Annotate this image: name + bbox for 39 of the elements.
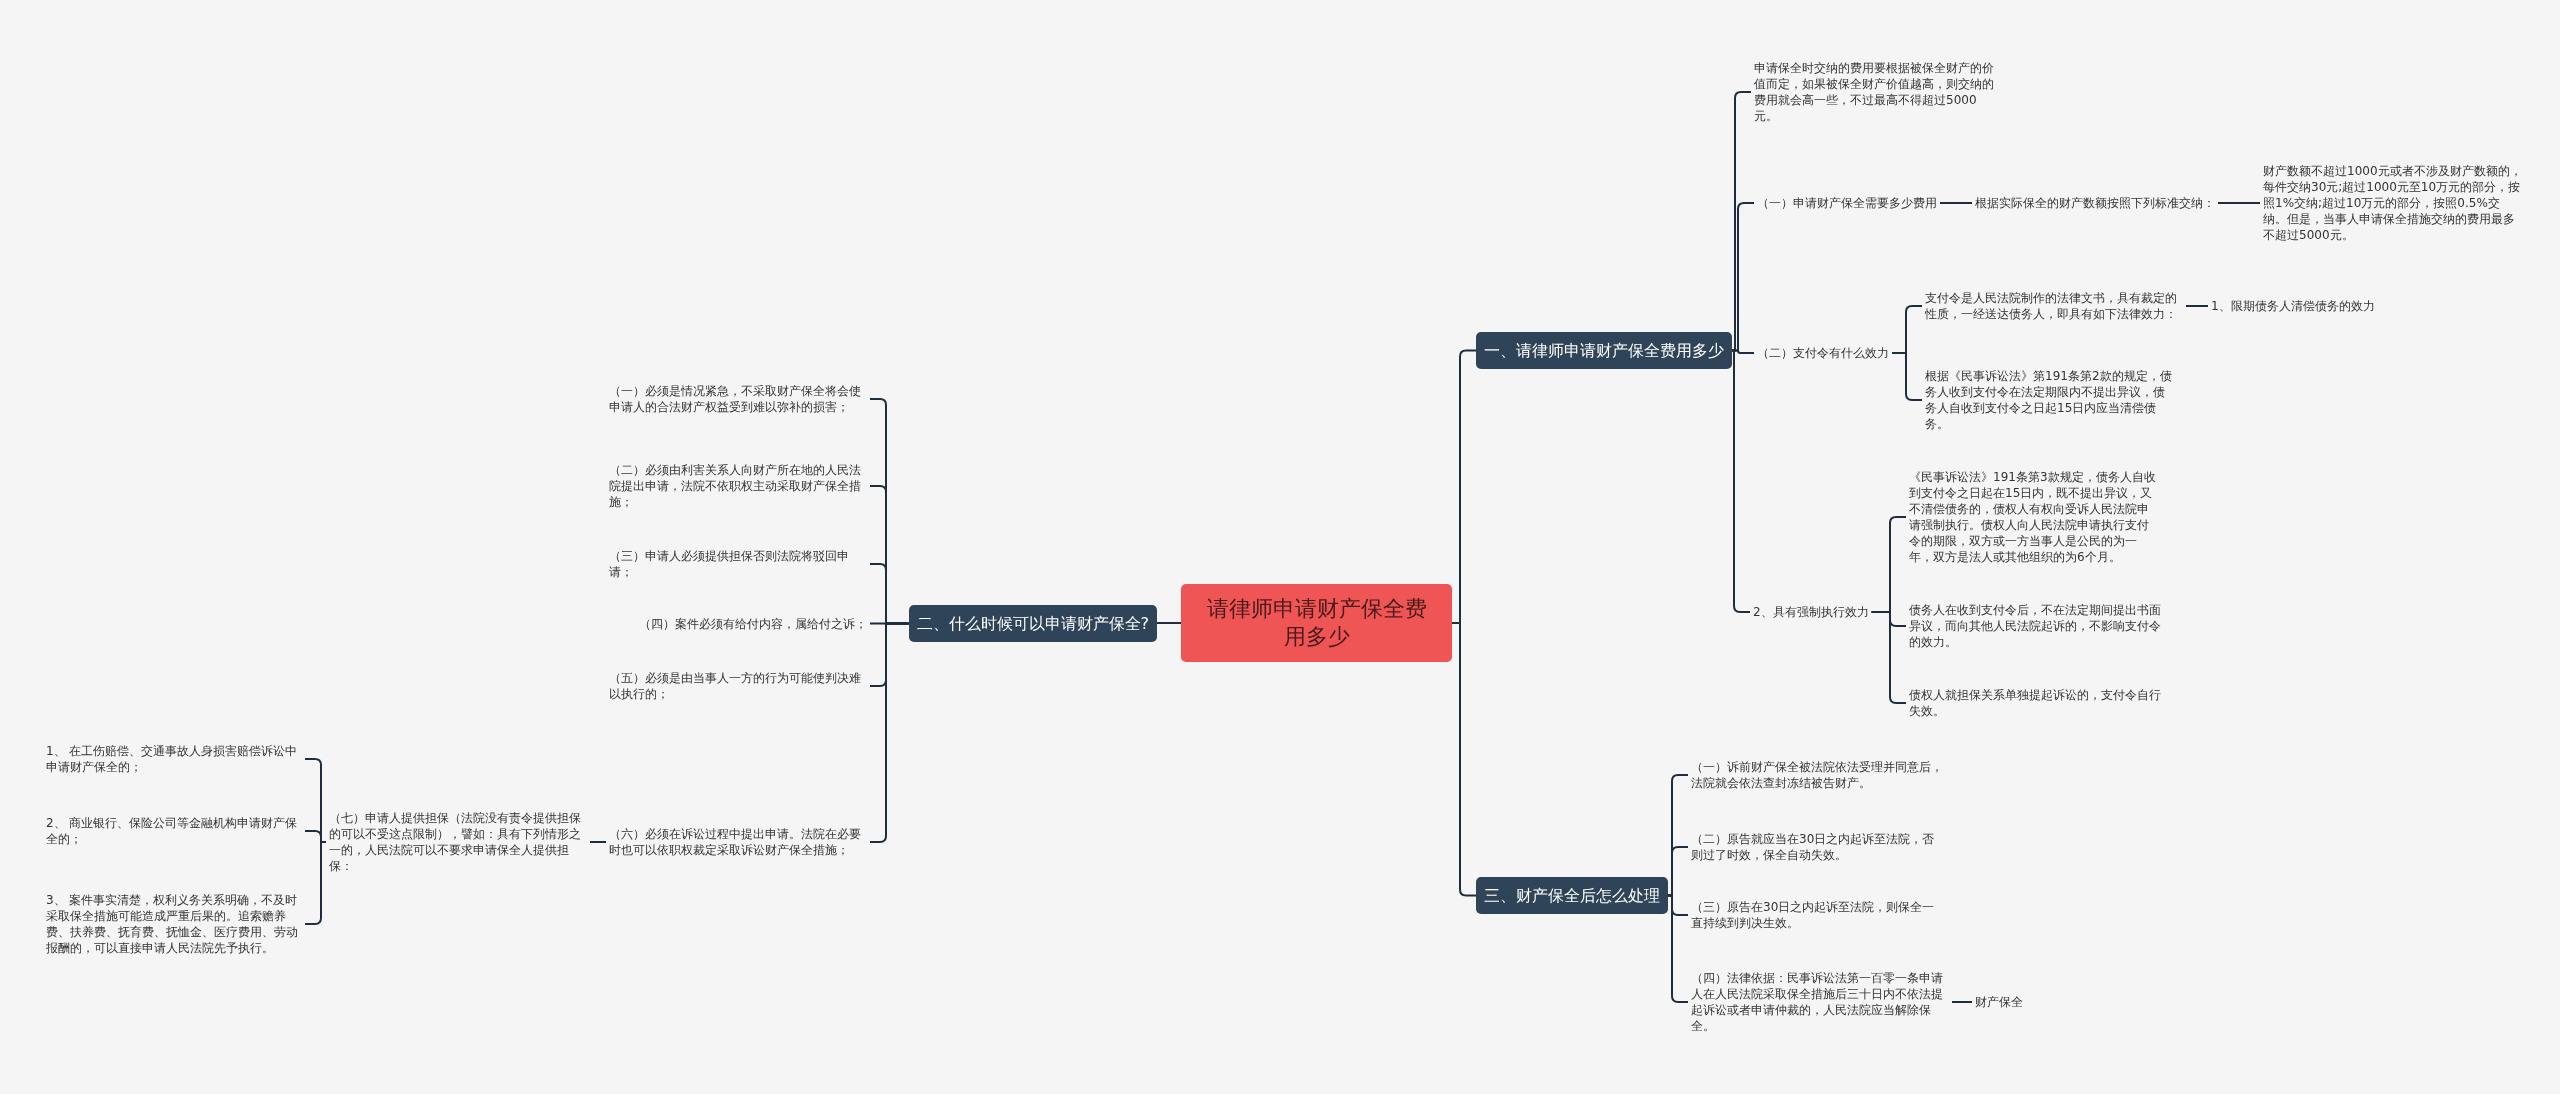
branch-topic: 三、财产保全后怎么处理 (1476, 877, 1668, 914)
note-text: （二）支付令有什么效力 (1754, 343, 1892, 363)
note-text: （一）诉前财产保全被法院依法受理并同意后，法院就会依法查封冻结被告财产。 (1688, 757, 1952, 793)
note-text: （七）申请人提供担保（法院没有责令提供担保的可以不受这点限制），譬如：具有下列情形之一的，人民法院可以不要求申请保全人提供担保： (326, 808, 590, 876)
note-text: （一）申请财产保全需要多少费用 (1754, 193, 1940, 213)
note-text: 根据《民事诉讼法》第191条第2款的规定，债务人收到支付令在法定期限内不提出异议，债务人自收到支付令之日起15日内应当清偿债务。 (1922, 366, 2178, 434)
connector-line (869, 622, 910, 843)
connector-line (589, 841, 607, 843)
note-text: 2、具有强制执行效力 (1750, 602, 1872, 622)
connector-line (1939, 202, 1973, 204)
note-text: 申请保全时交纳的费用要根据被保全财产的价值而定，如果被保全财产价值越高，则交纳的费用就会高一些，不过最高不得超过5000元。 (1751, 58, 2001, 126)
note-text: 财产保全 (1972, 992, 2026, 1012)
connector-line (1451, 622, 1477, 897)
note-text: （四）案件必须有给付内容，属给付之诉； (636, 613, 870, 634)
note-text: （六）必须在诉讼过程中提出申请。法院在必要时也可以依职权裁定采取诉讼财产保全措施； (606, 824, 870, 860)
note-text: （五）必须是由当事人一方的行为可能使判决难以执行的； (606, 668, 870, 704)
branch-topic: 二、什么时候可以申请财产保全? (908, 605, 1157, 642)
note-text: 债务人在收到支付令后，不在法定期间提出书面异议，而向其他人民法院起诉的，不影响支付令的效力。 (1906, 600, 2170, 652)
note-text: （四）法律依据：民事诉讼法第一百零一条申请人在人民法院采取保全措施后三十日内不依法提起诉讼或者申请仲裁的，人民法院应当解除保全。 (1688, 968, 1952, 1036)
connector-line (1951, 1001, 1973, 1003)
note-text: 支付令是人民法院制作的法律文书，具有裁定的性质，一经送达债务人，即具有如下法律效力： (1922, 288, 2186, 324)
connector-line (2217, 202, 2261, 204)
note-text: （三）申请人必须提供担保否则法院将驳回申请； (606, 546, 870, 582)
branch-topic: 一、请律师申请财产保全费用多少 (1476, 332, 1732, 369)
note-text: 1、限期债务人清偿债务的效力 (2208, 296, 2378, 316)
note-text: 财产数额不超过1000元或者不涉及财产数额的，每件交纳30元;超过1000元至10万元的部分，按照1%交纳;超过10万元的部分，按照0.5%交纳。但是，当事人申请保全措施交纳的费用最多不超过5000元。 (2260, 161, 2526, 245)
note-text: （二）原告就应当在30日之内起诉至法院，否则过了时效，保全自动失效。 (1688, 829, 1940, 865)
connector-line (2185, 305, 2209, 307)
note-text: （一）必须是情况紧急，不采取财产保全将会使申请人的合法财产权益受到难以弥补的损害； (606, 381, 870, 417)
note-text: 《民事诉讼法》191条第3款规定，债务人自收到支付令之日起在15日内，既不提出异议，又不清偿债务的，债权人有权向受诉人民法院申请强制执行。债权人向人民法院申请执行支付令的期限，双方或一方当事人是公民的为一年，双方是法人或其他组织的为6个月。 (1906, 467, 2162, 567)
connector-line (1156, 622, 1182, 624)
central-topic: 请律师申请财产保全费用多少 (1181, 584, 1452, 662)
note-text: 2、 商业银行、保险公司等金融机构申请财产保全的； (43, 813, 305, 849)
note-text: 3、 案件事实清楚，权利义务关系明确，不及时采取保全措施可能造成严重后果的。追索赡养费、扶养费、抚育费、抚恤金、医疗费用、劳动报酬的，可以直接申请人民法院先予执行。 (43, 890, 305, 958)
note-text: 根据实际保全的财产数额按照下列标准交纳： (1972, 193, 2218, 213)
note-text: 1、 在工伤赔偿、交通事故人身损害赔偿诉讼中申请财产保全的； (43, 741, 305, 777)
note-text: 债权人就担保关系单独提起诉讼的，支付令自行失效。 (1906, 685, 2170, 721)
note-text: （二）必须由利害关系人向财产所在地的人民法院提出申请，法院不依职权主动采取财产保全措施； (606, 460, 870, 512)
note-text: （三）原告在30日之内起诉至法院，则保全一直持续到判决生效。 (1688, 897, 1940, 933)
